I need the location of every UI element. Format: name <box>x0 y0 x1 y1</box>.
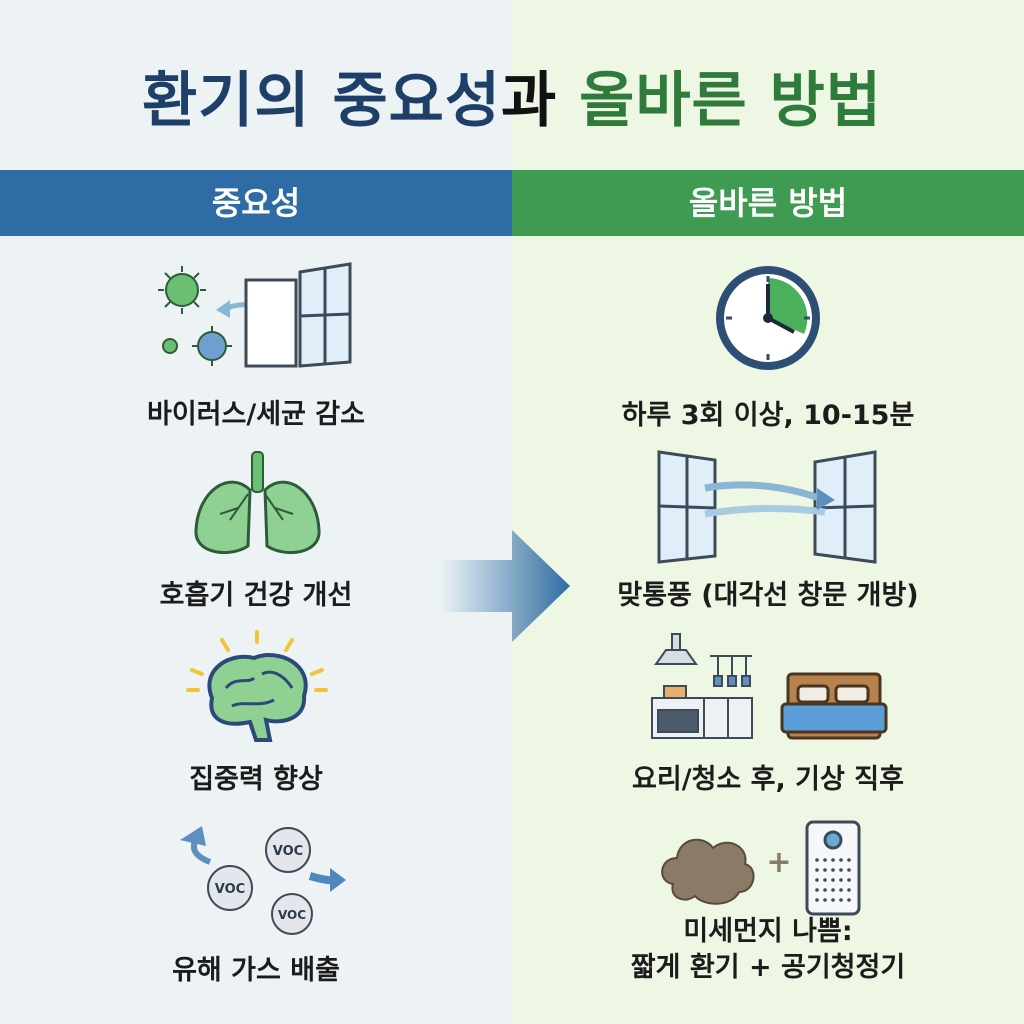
method-label-dust: 미세먼지 나쁨: 짧게 환기 + 공기청정기 <box>512 914 1024 986</box>
dust-cloud-icon <box>661 838 755 905</box>
voc-text-3: VOC <box>278 908 306 922</box>
method-label-ventilation: 맞통풍 (대각선 창문 개방) <box>617 580 919 611</box>
clock-icon <box>716 266 820 370</box>
brain-icon <box>186 630 328 742</box>
cross-ventilation-icon <box>657 450 877 564</box>
method-label-dust-line2: 짧게 환기 + 공기청정기 <box>630 952 906 983</box>
voc-text-1: VOC <box>215 882 245 897</box>
air-purifier-icon <box>805 820 861 916</box>
importance-label-voc: 유해 가스 배출 <box>172 955 340 986</box>
title-part-method: 올바른 방법 <box>579 66 883 136</box>
importance-label-lungs: 호흡기 건강 개선 <box>159 580 353 611</box>
method-header: 올바른 방법 <box>512 170 1024 236</box>
importance-header: 중요성 <box>0 170 512 236</box>
virus-window-icon <box>158 262 352 368</box>
plus-sign: + <box>766 845 791 880</box>
lungs-icon <box>194 451 321 554</box>
method-label-dust-line1: 미세먼지 나쁨: <box>683 916 853 947</box>
virus-icon <box>158 266 232 366</box>
importance-label-virus: 바이러스/세균 감소 <box>147 399 365 430</box>
method-label-timing: 요리/청소 후, 기상 직후 <box>632 764 904 795</box>
dust-air-purifier-icon: + <box>661 820 861 916</box>
bed-icon <box>780 672 888 740</box>
title-conjunction: 과 <box>501 66 558 136</box>
voc-gas-icon: VOC VOC VOC <box>180 826 346 935</box>
kitchen-bed-icon <box>651 633 888 740</box>
voc-text-2: VOC <box>273 844 303 859</box>
title-part-importance: 환기의 중요성 <box>141 66 502 136</box>
kitchen-icon <box>651 633 753 739</box>
center-arrow-icon <box>440 530 570 642</box>
page-title: 환기의 중요성과 올바른 방법 <box>0 52 1024 139</box>
method-label-clock: 하루 3회 이상, 10-15분 <box>621 400 915 431</box>
importance-label-brain: 집중력 향상 <box>189 764 323 795</box>
